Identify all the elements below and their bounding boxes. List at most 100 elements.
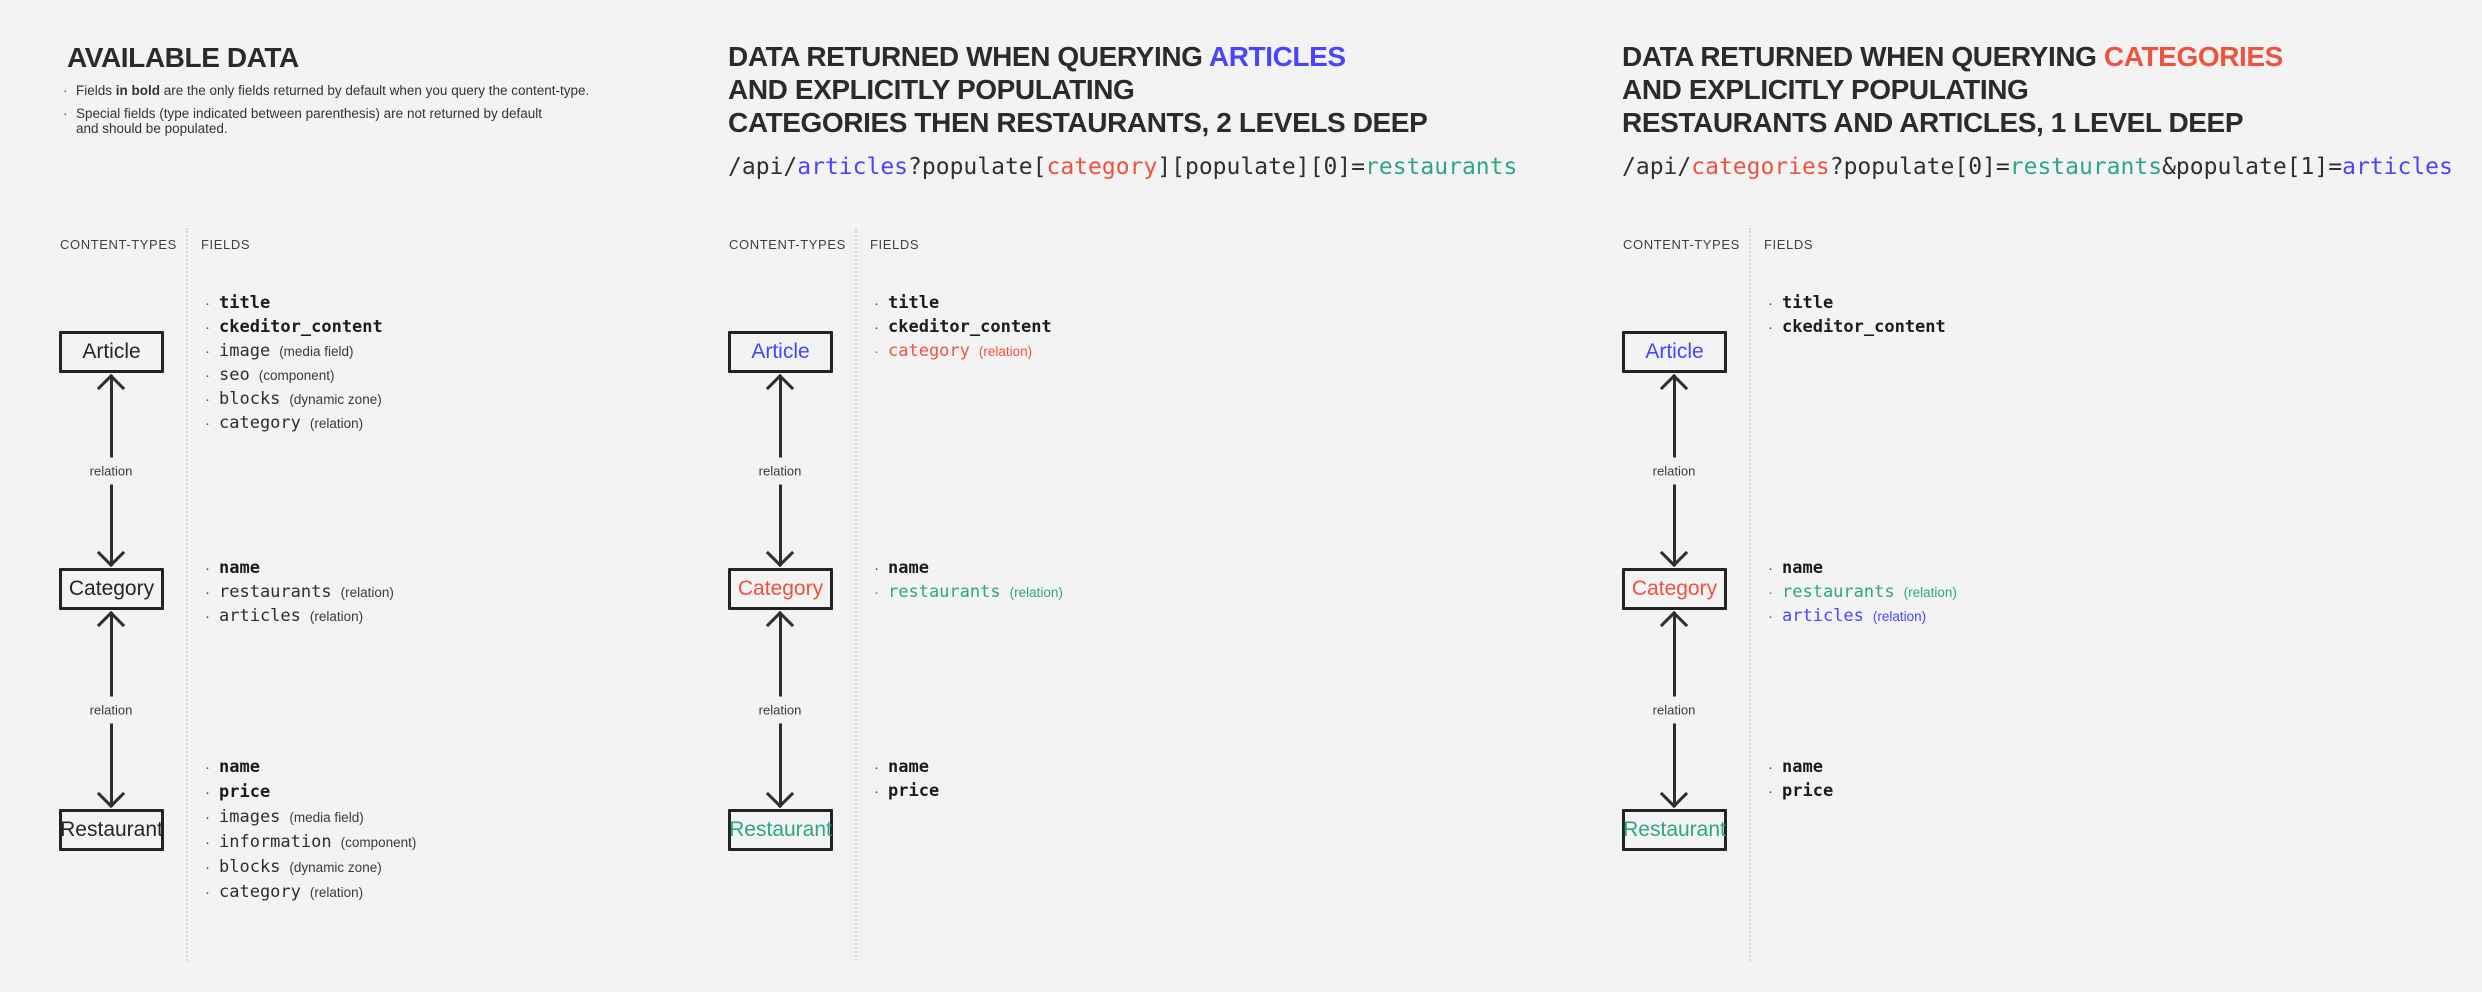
relation-label: relation <box>756 457 804 484</box>
field-name: name <box>1782 757 1823 777</box>
field-list-restaurant: ·name ·price ·images(media field) ·infor… <box>205 755 416 905</box>
field-type: (dynamic zone) <box>289 392 382 407</box>
chevron-up-icon <box>765 373 795 403</box>
panel-available-data: AVAILABLE DATA · Fields in bold are the … <box>59 0 699 992</box>
field-name: seo <box>219 365 250 385</box>
field-name: price <box>888 781 940 801</box>
field-list-article: · title · ckeditor_content · image (media fi… <box>205 291 383 435</box>
field-type: (component) <box>340 835 417 850</box>
chevron-up-icon <box>1659 610 1689 640</box>
field-type: (relation) <box>1903 585 1957 600</box>
relation-label: relation <box>1650 696 1698 723</box>
field-item: ·category(relation) <box>874 339 1052 363</box>
bullet-icon: · <box>205 343 210 360</box>
field-name: name <box>1782 558 1823 578</box>
field-type: (relation) <box>340 585 394 600</box>
field-item: ·price <box>1768 779 1833 803</box>
fields-heading: FIELDS <box>1764 237 1814 252</box>
field-item: ·name <box>1768 556 1957 580</box>
bullet-icon: · <box>874 783 879 800</box>
field-item: · image (media field) <box>205 339 383 363</box>
field-item: · price <box>874 779 939 803</box>
box-label: Restaurant <box>60 818 163 841</box>
field-name: image <box>219 341 271 361</box>
field-item: ·name <box>1768 755 1833 779</box>
page-title: AVAILABLE DATA <box>67 42 299 73</box>
chevron-down-icon <box>1659 538 1689 568</box>
field-item: ·ckeditor_content <box>874 315 1052 339</box>
field-list-category: · name · restaurants (relation) <box>874 556 1063 604</box>
relation-arrow: relation <box>1650 610 1698 809</box>
relation-label: relation <box>1650 457 1698 484</box>
box-label: Category <box>1631 577 1718 600</box>
bullet-icon: · <box>874 560 879 577</box>
chevron-down-icon <box>96 538 126 568</box>
relation-label: relation <box>756 696 804 723</box>
bullet-icon: · <box>1768 319 1773 336</box>
field-type: (media field) <box>279 344 354 359</box>
field-name: restaurants <box>888 582 1001 602</box>
field-list-category: ·name ·restaurants(relation) ·articles(r… <box>1768 556 1957 628</box>
content-type-box-restaurant: Restaurant <box>1622 809 1727 851</box>
field-item: · information (component) <box>205 830 416 855</box>
content-type-box-category: Category <box>59 568 164 610</box>
field-list-article: ·title ·ckeditor_content ·category(relat… <box>874 291 1052 363</box>
relation-arrow: relation <box>1650 373 1698 568</box>
content-type-box-article: Article <box>59 331 164 373</box>
field-item: · ckeditor_content <box>205 315 383 339</box>
relation-label: relation <box>87 457 135 484</box>
fields-heading: FIELDS <box>201 237 251 252</box>
field-name: ckeditor_content <box>1782 317 1946 337</box>
url-entity-category: category <box>1046 154 1158 180</box>
field-type: (media field) <box>289 810 364 825</box>
content-type-box-restaurant: Restaurant <box>728 809 833 851</box>
bullet-icon: · <box>874 319 879 336</box>
content-type-box-article: Article <box>728 331 833 373</box>
relation-arrow: relation <box>756 373 804 568</box>
chevron-down-icon <box>765 779 795 809</box>
field-name: ckeditor_content <box>219 317 383 337</box>
field-item: ·blocks(dynamic zone) <box>205 387 383 411</box>
box-label: Category <box>68 577 155 600</box>
content-types-heading: CONTENT-TYPES <box>1623 237 1740 252</box>
bullet-icon: · <box>205 834 210 851</box>
column-divider <box>855 228 857 961</box>
highlighted-content-type: ARTICLES <box>1208 41 1346 72</box>
box-label: Article <box>82 340 141 363</box>
field-name: name <box>888 558 929 578</box>
field-name: name <box>219 757 260 777</box>
chevron-up-icon <box>96 610 126 640</box>
field-type: (relation) <box>978 344 1033 359</box>
bullet-icon: · <box>205 319 210 336</box>
bullet-icon: · <box>874 584 879 601</box>
relation-arrow: relation <box>756 610 804 809</box>
field-list-restaurant: ·name ·price <box>874 755 939 803</box>
content-types-heading: CONTENT-TYPES <box>60 237 177 252</box>
field-type: (relation) <box>1009 585 1063 600</box>
column-divider <box>186 228 188 961</box>
field-list-restaurant: ·name ·price <box>1768 755 1833 803</box>
chevron-up-icon <box>1659 373 1689 403</box>
highlighted-content-type: CATEGORIES <box>2103 41 2283 72</box>
field-item: ·seo(component) <box>205 363 383 387</box>
field-list-article: ·title ·ckeditor_content <box>1768 291 1946 339</box>
field-name: title <box>219 293 271 313</box>
field-type: (dynamic zone) <box>289 860 382 875</box>
box-label: Restaurant <box>1623 818 1726 841</box>
field-name: name <box>219 558 260 578</box>
field-item: ·articles(relation) <box>1768 604 1957 628</box>
content-type-box-category: Category <box>728 568 833 610</box>
bullet-icon: · <box>205 584 210 601</box>
bullet-icon: · <box>205 809 210 826</box>
field-item: ·name <box>205 556 394 580</box>
field-name: information <box>219 832 332 852</box>
field-item: · ckeditor_content <box>1768 315 1946 339</box>
field-item: · name <box>874 556 1063 580</box>
bullet-icon: · <box>205 295 210 312</box>
box-label: Restaurant <box>729 818 832 841</box>
field-item: ·articles(relation) <box>205 604 394 628</box>
chevron-up-icon <box>96 373 126 403</box>
field-type: (relation) <box>309 885 364 900</box>
field-type: (component) <box>258 368 335 383</box>
content-type-box-restaurant: Restaurant <box>59 809 164 851</box>
